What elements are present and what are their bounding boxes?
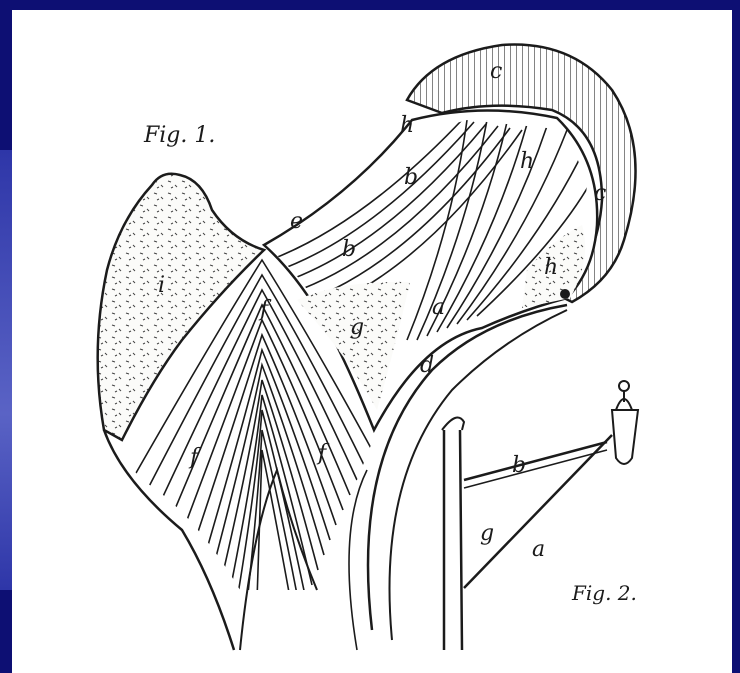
slide-border-right bbox=[732, 0, 740, 673]
label-b-upper: b bbox=[404, 165, 418, 190]
greater-trochanter bbox=[98, 174, 264, 440]
label-h-low: h bbox=[544, 255, 558, 280]
fig2-caption: Fig. 2. bbox=[571, 581, 637, 605]
label-h-top: h bbox=[400, 113, 414, 138]
medial-arch bbox=[240, 470, 317, 650]
label-i: i bbox=[158, 273, 165, 298]
femur-engraving: Fig. 1. Fig. 2. c c h h h b b e i f f f … bbox=[12, 10, 732, 673]
label-b-lower: b bbox=[342, 237, 356, 262]
label-b-fig2: b bbox=[512, 453, 526, 478]
label-h-mid: h bbox=[520, 149, 534, 174]
fig1-caption: Fig. 1. bbox=[143, 123, 215, 148]
lateral-cortex bbox=[104, 430, 234, 650]
label-g-fig2: g bbox=[480, 521, 494, 546]
inner-shaft-line bbox=[349, 470, 367, 650]
fovea-mark bbox=[560, 289, 570, 299]
label-f-upper: f bbox=[258, 297, 272, 322]
label-c-top: c bbox=[490, 59, 502, 84]
label-a-fig2: a bbox=[532, 537, 545, 562]
slide-border-left-gradient bbox=[0, 150, 12, 590]
label-c-right: c bbox=[594, 181, 606, 206]
label-e: e bbox=[290, 209, 303, 234]
label-d: d bbox=[420, 353, 434, 378]
slide-border-top bbox=[0, 0, 740, 10]
label-a-fig1: a bbox=[432, 295, 445, 320]
label-g-fig1: g bbox=[350, 315, 364, 340]
lamp-bracket-figure bbox=[442, 381, 638, 650]
